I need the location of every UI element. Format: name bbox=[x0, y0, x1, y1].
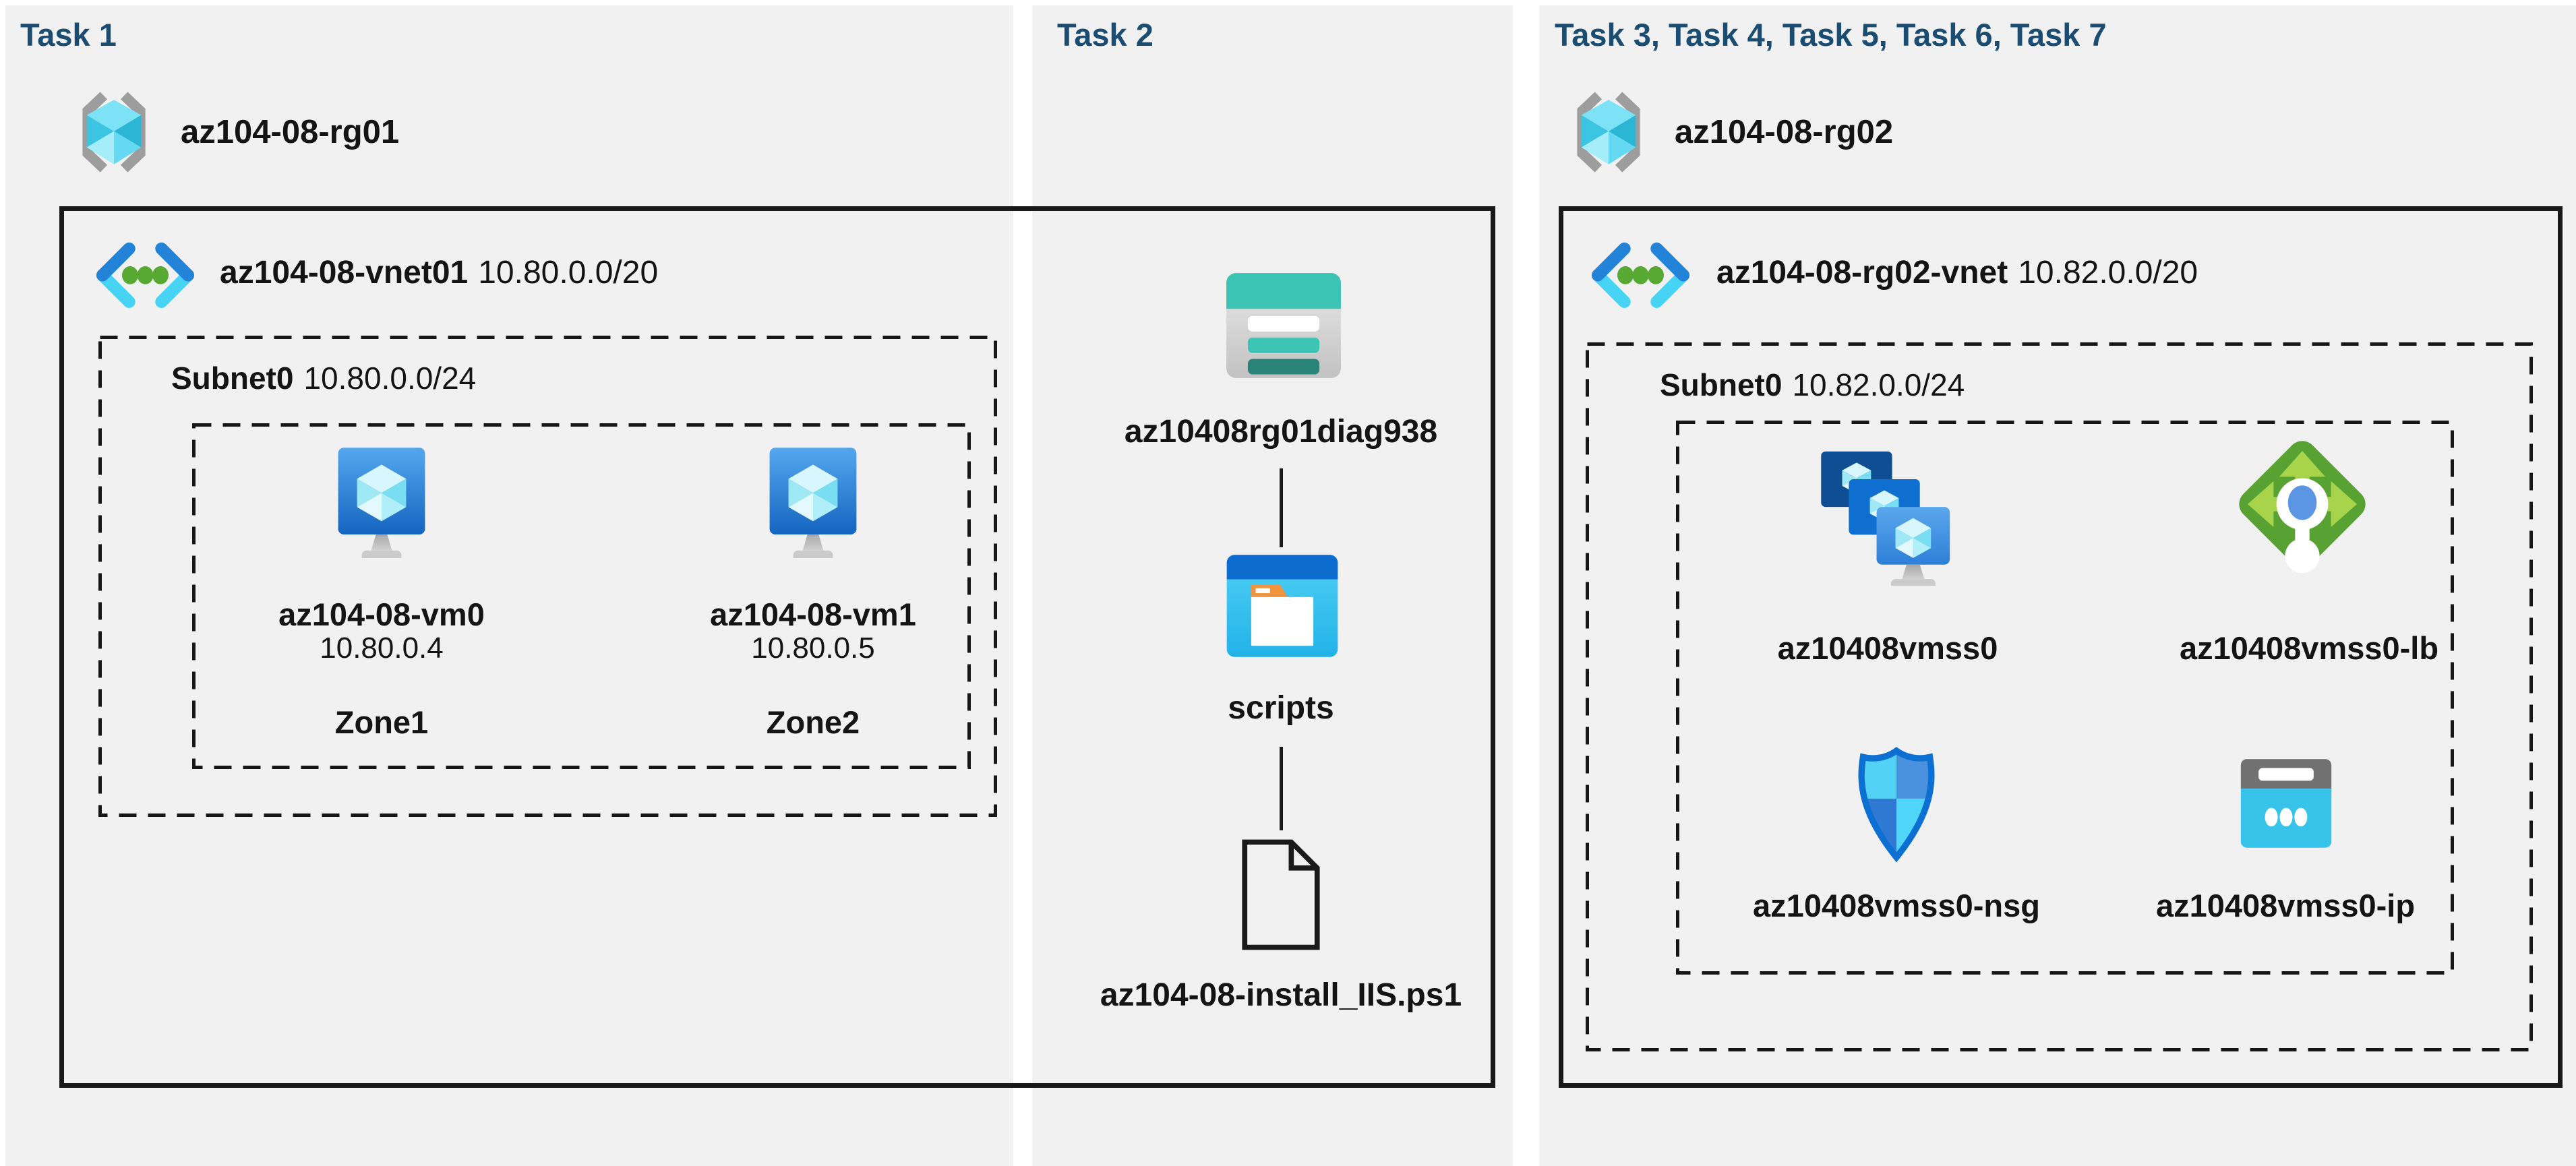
virtual-machine-icon bbox=[769, 448, 857, 558]
task2-title: Task 2 bbox=[1057, 17, 1154, 53]
subnet2-name: Subnet0 bbox=[1660, 367, 1783, 402]
subnet1-cidr: 10.80.0.0/24 bbox=[303, 361, 477, 396]
resource-group-name: az104-08-rg01 bbox=[181, 114, 400, 150]
vm-zone: Zone1 bbox=[334, 704, 429, 740]
load-balancer-icon bbox=[2239, 441, 2366, 574]
task1-panel bbox=[5, 5, 1013, 1166]
resource-group-name: az104-08-rg02 bbox=[1675, 114, 1894, 150]
storage-account-icon bbox=[1226, 273, 1341, 378]
storage-account-name: az10408rg01diag938 bbox=[1124, 414, 1438, 450]
virtual-network-icon bbox=[1591, 242, 1690, 308]
virtual-machine-icon bbox=[338, 448, 425, 558]
connector-line bbox=[1280, 468, 1283, 547]
folder-icon bbox=[1226, 555, 1338, 657]
vm-ip: 10.80.0.5 bbox=[751, 632, 875, 665]
vmss-group-box bbox=[1676, 421, 2454, 975]
nsg-shield-icon bbox=[1858, 747, 1935, 863]
vm-ip: 10.80.0.4 bbox=[320, 632, 444, 665]
subnet2-box bbox=[1586, 342, 2533, 1051]
vm-name: az104-08-vm0 bbox=[278, 596, 485, 632]
vnet1-name: az104-08-vnet01 bbox=[220, 255, 469, 290]
load-balancer-name: az10408vmss0-lb bbox=[2179, 630, 2439, 666]
vmss-name: az10408vmss0 bbox=[1777, 630, 1998, 666]
vnet1-cidr: 10.80.0.0/20 bbox=[478, 255, 659, 290]
subnet2-cidr: 10.82.0.0/24 bbox=[1792, 367, 1965, 402]
public-ip-name: az10408vmss0-ip bbox=[2155, 888, 2416, 923]
task1-title: Task 1 bbox=[20, 17, 117, 53]
vm-scale-set-icon bbox=[1821, 451, 1950, 586]
task3-title: Task 3, Task 4, Task 5, Task 6, Task 7 bbox=[1555, 17, 2107, 53]
vnet2-cidr: 10.82.0.0/20 bbox=[2018, 255, 2198, 290]
resource-group-icon bbox=[1577, 92, 1640, 173]
vnet2-box bbox=[1559, 206, 2563, 1088]
vm-zone: Zone2 bbox=[766, 704, 860, 740]
virtual-network-icon bbox=[96, 242, 195, 308]
vnet2-name: az104-08-rg02-vnet bbox=[1716, 255, 2008, 290]
connector-line bbox=[1280, 747, 1283, 830]
script-file-name: az104-08-install_IIS.ps1 bbox=[1100, 977, 1462, 1013]
vm-group-box bbox=[192, 423, 971, 769]
subnet1-name: Subnet0 bbox=[171, 361, 294, 396]
nsg-name: az10408vmss0-nsg bbox=[1753, 888, 2040, 923]
container-name: scripts bbox=[1228, 690, 1334, 726]
subnet1-box bbox=[98, 336, 997, 817]
resource-group-icon bbox=[82, 92, 146, 173]
vnet1-label: az104-08-vnet01 10.80.0.0/20 bbox=[220, 253, 658, 293]
public-ip-icon bbox=[2240, 759, 2332, 848]
document-icon bbox=[1242, 839, 1320, 950]
vm-name: az104-08-vm1 bbox=[710, 596, 916, 632]
subnet1-label: Subnet0 10.80.0.0/24 bbox=[171, 360, 476, 396]
vnet1-box bbox=[59, 206, 1495, 1088]
vnet2-label: az104-08-rg02-vnet 10.82.0.0/20 bbox=[1716, 253, 2198, 293]
subnet2-label: Subnet0 10.82.0.0/24 bbox=[1660, 367, 1965, 403]
